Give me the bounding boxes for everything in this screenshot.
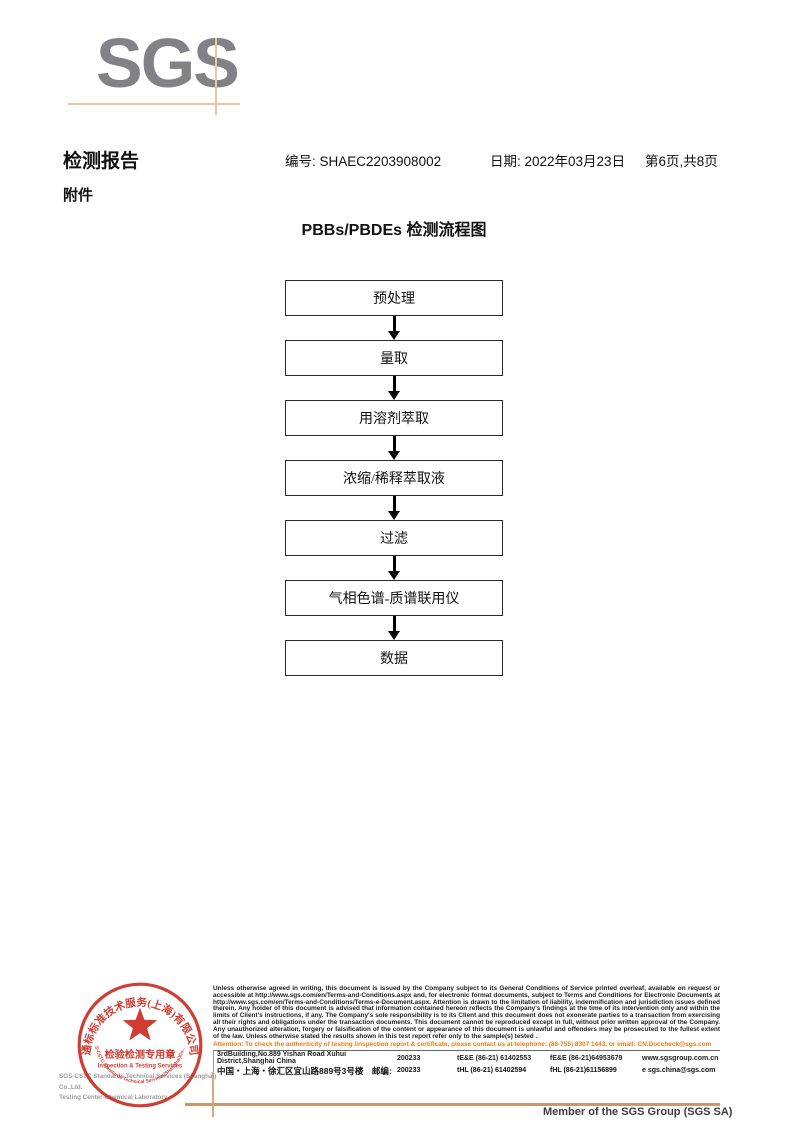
seal-label-cn: 检验检测专用章 [105,1048,176,1061]
address-en: 3rdBuilding,No.889 Yishan Road Xuhui Dis… [217,1051,347,1066]
flowchart: 预处理 量取 用溶剂萃取 浓缩/稀释萃取液 过滤 气相色谱-质谱联用仪 数据 [285,280,503,676]
flow-step-solvent-extraction: 用溶剂萃取 [285,400,503,436]
page-indicator: 第6页,共8页 [645,154,718,169]
website: www.sgsgroup.com.cn [642,1054,719,1062]
flow-step-concentrate-dilute: 浓缩/稀释萃取液 [285,460,503,496]
lab-company-name: SGS-CSTC Standards Technical Services (S… [59,1072,229,1104]
attachment-label: 附件 [63,188,94,204]
address-cn: 中国・上海・徐汇区宜山路889号3号楼 邮编: [217,1065,392,1076]
flow-step-measure: 量取 [285,340,503,376]
contact-row-en: 3rdBuilding,No.889 Yishan Road Xuhui Dis… [217,1051,720,1066]
flow-arrow-icon [285,616,503,640]
flow-arrow-icon [285,376,503,400]
contact-table: 3rdBuilding,No.889 Yishan Road Xuhui Dis… [213,1050,720,1078]
flow-step-gcms: 气相色谱-质谱联用仪 [285,580,503,616]
footer-divider-horizontal [185,1103,720,1106]
footer: Unless otherwise agreed in writing, this… [213,985,720,1078]
postcode-cn: 200233 [397,1067,421,1075]
disclaimer-text: Unless otherwise agreed in writing, this… [213,985,720,1040]
flow-arrow-icon [285,316,503,340]
lab-company-line2: Testing Center-Chemical Laboratory [59,1094,168,1102]
postcode-en: 200233 [397,1054,421,1062]
contact-row-cn: 中国・上海・徐汇区宜山路889号3号楼 邮编: 200233 tHL (86-2… [217,1064,720,1077]
tel-cn: tHL (86-21) 61402594 [457,1067,527,1075]
attention-text: Attention: To check the authenticity of … [213,1041,712,1049]
flow-step-data: 数据 [285,640,503,676]
email: e sgs.china@sgs.com [642,1067,716,1075]
flow-step-filter: 过滤 [285,520,503,556]
tel-en: tE&E (86-21) 61402553 [457,1054,532,1062]
inspection-seal-stamp-icon: 通标标准技术服务(上海)有限公司 SGS-CSTC Standards Tech… [76,981,203,1108]
flow-arrow-icon [285,496,503,520]
flow-arrow-icon [285,556,503,580]
footer-divider-vertical [212,1072,214,1117]
seal-star-icon [122,1007,158,1041]
flowchart-title: PBBs/PBDEs 检测流程图 [301,222,487,239]
report-date: 日期: 2022年03月23日 [490,154,626,169]
logo-crosshair-vertical [215,38,217,115]
fax-en: fE&E (86-21)64953679 [550,1054,623,1062]
flow-step-pretreatment: 预处理 [285,280,503,316]
page-title: 检测报告 [63,151,140,172]
seal-label-en: Inspection & Testing Services [98,1063,183,1069]
sgs-membership-text: Member of the SGS Group (SGS SA) [543,1106,733,1118]
fax-cn: fHL (86-21)61156899 [550,1067,617,1075]
report-number: 编号: SHAEC2203908002 [285,154,442,169]
flow-arrow-icon [285,436,503,460]
logo-crosshair-horizontal [68,103,240,105]
lab-company-line1: SGS-CSTC Standards Technical Services (S… [59,1073,217,1091]
